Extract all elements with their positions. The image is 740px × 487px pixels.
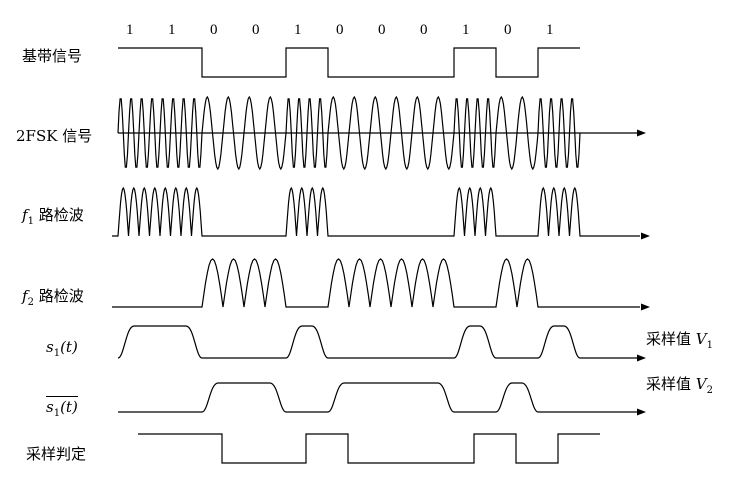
decision-label: 采样判定 [26, 445, 87, 463]
baseband-waveform [118, 47, 580, 78]
bit-label: 1 [546, 22, 554, 38]
s1-bar-subscript: 1 [53, 408, 61, 419]
f1-path-label: f1 路检波 [22, 204, 84, 227]
s1-symbol: s [46, 338, 54, 356]
fsk-label: 2FSK 信号 [16, 127, 93, 145]
f2-symbol: f [22, 287, 28, 305]
bit-labels: 1 1 0 0 1 0 0 0 1 0 1 [126, 22, 554, 38]
decision-waveform [138, 433, 600, 464]
s1-label: s1(t) [46, 338, 78, 359]
v1-symbol: V [695, 330, 707, 348]
bit-label: 0 [336, 22, 344, 38]
s1-bar-envelope-arrow [637, 408, 646, 416]
f2-subscript: 2 [27, 297, 34, 308]
axis-arrows [637, 129, 650, 416]
f2-detector-waveform [112, 258, 640, 308]
s1-arg: (t) [60, 338, 78, 356]
bit-label: 0 [378, 22, 386, 38]
s1-envelope-arrow [637, 354, 646, 362]
s1-bar-label: s1(t) [46, 396, 78, 419]
bit-label: 0 [252, 22, 260, 38]
v2-symbol: V [695, 375, 707, 393]
s1-subscript: 1 [53, 348, 61, 359]
bit-label: 1 [168, 22, 176, 38]
sample-value-v1: 采样值 V1 [646, 328, 713, 351]
f1-detector-waveform [112, 186, 640, 237]
f2-path-text: 路检波 [33, 287, 84, 305]
f1-symbol: f [22, 206, 28, 224]
waveforms [112, 47, 640, 464]
bit-label: 1 [294, 22, 302, 38]
f2-detector-waveform-arrow [641, 303, 650, 311]
fsk-axis-arrow [637, 129, 646, 137]
v2-text: 采样值 [646, 375, 696, 393]
bit-label: 1 [126, 22, 134, 38]
s1-bar-arg: (t) [60, 398, 78, 416]
f1-subscript: 1 [27, 216, 34, 227]
s1-envelope [117, 325, 640, 359]
bit-label: 0 [420, 22, 428, 38]
s1-bar-symbol: s [46, 398, 54, 416]
sample-value-v2: 采样值 V2 [646, 373, 713, 396]
f2-path-label: f2 路检波 [22, 285, 84, 308]
v1-subscript: 1 [706, 340, 713, 351]
s1-bar-envelope [118, 382, 640, 413]
baseband-label: 基带信号 [22, 47, 83, 65]
v1-text: 采样值 [646, 330, 696, 348]
bit-label: 0 [210, 22, 218, 38]
bit-label: 1 [462, 22, 470, 38]
v2-subscript: 2 [706, 385, 713, 396]
f1-detector-waveform-arrow [641, 232, 650, 240]
f1-path-text: 路检波 [33, 206, 84, 224]
bit-label: 0 [504, 22, 512, 38]
